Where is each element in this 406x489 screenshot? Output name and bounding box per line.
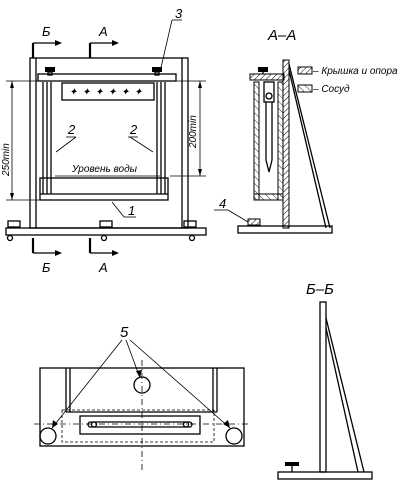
label-2-left: 2 [67, 122, 76, 137]
section-marker-b-bottom: Б [42, 260, 51, 275]
section-aa-title: А–А [267, 27, 296, 44]
legend-lid: – Крышка и опора [312, 66, 398, 77]
section-bb-title: Б–Б [306, 281, 334, 298]
svg-text:✦: ✦ [69, 87, 78, 98]
water-level-label: Уровень воды [71, 164, 138, 175]
label-4: 4 [219, 196, 226, 211]
section-bb-view: Б–Б [277, 281, 373, 480]
svg-text:✦: ✦ [95, 87, 104, 98]
section-marker-a-top: А [98, 24, 108, 39]
svg-text:✦: ✦ [108, 87, 117, 98]
section-marker-b-top: Б [42, 24, 51, 39]
svg-text:✦: ✦ [134, 87, 143, 98]
section-aa-view: А–А – Крышка и опора – Сосуд 4 [214, 27, 398, 234]
front-view: Б А Б А ✦ ✦ ✦ ✦ ✦ ✦ [1, 6, 207, 275]
label-1: 1 [128, 203, 135, 218]
section-marker-a-bottom: А [98, 260, 108, 275]
label-2-right: 2 [129, 122, 138, 137]
label-5: 5 [120, 324, 129, 341]
svg-text:✦: ✦ [82, 87, 91, 98]
svg-text:✦: ✦ [121, 87, 130, 98]
legend-vessel: – Сосуд [312, 84, 350, 95]
dim-250: 250min [1, 143, 12, 177]
dim-200: 200min [188, 115, 199, 149]
specimen-holes: ✦ ✦ ✦ ✦ ✦ ✦ [69, 87, 143, 98]
plan-view: 5 [34, 324, 250, 470]
label-3: 3 [175, 6, 183, 21]
